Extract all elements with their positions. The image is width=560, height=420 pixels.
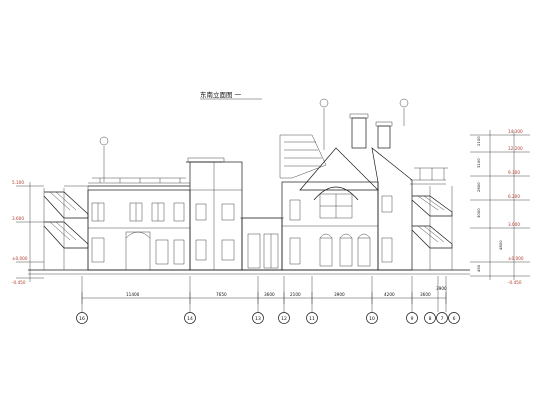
right-roof-railing — [414, 167, 448, 180]
connector-block — [240, 217, 284, 271]
axis-label-12: 12 — [281, 316, 287, 322]
elevation-label-3600: 3.600 — [12, 216, 24, 221]
elevation-label-neg0450: -0.450 — [12, 280, 26, 285]
right-dim-3000: 3000 — [476, 208, 481, 218]
elevation-label-6200: 6.200 — [508, 194, 520, 199]
elevation-label-5100: 5.100 — [12, 180, 24, 185]
axis-label-9: 9 — [411, 316, 414, 322]
central-tower — [186, 157, 243, 271]
axis-bubble-11 — [306, 312, 318, 324]
axis-label-6: 6 — [453, 316, 456, 322]
top-axis-markers — [99, 98, 409, 182]
dim-3900-b: 3900 — [436, 286, 447, 291]
elevation-label-12200: 12.200 — [508, 146, 523, 151]
right-dim-3100: 3100 — [476, 158, 481, 168]
dim-4200: 4200 — [384, 292, 395, 297]
bottom-dimension-chain: 11400 7650 3600 2100 3900 4200 3600 3900 — [81, 286, 447, 304]
axis-label-11: 11 — [309, 316, 315, 322]
axis-bubble-6 — [448, 312, 460, 324]
axis-label-16: 16 — [79, 316, 85, 322]
elevation-label-neg0450-right: -0.450 — [508, 280, 522, 285]
axis-label-10: 10 — [369, 316, 375, 322]
axis-bubble-7 — [436, 312, 448, 324]
elevation-label-3000: 3.000 — [508, 222, 520, 227]
axis-label-14: 14 — [187, 316, 193, 322]
dim-3600-b: 3600 — [420, 292, 431, 297]
right-dim-450: 450 — [476, 264, 481, 272]
elevation-label-0000: ±0.000 — [12, 256, 28, 261]
axis-bubble-10 — [366, 312, 378, 324]
right-dim-2800: 2800 — [476, 182, 481, 192]
right-dim-4800: 4800 — [498, 240, 503, 250]
main-gable-house — [279, 134, 379, 271]
axis-bubble-12 — [278, 312, 290, 324]
dim-2100: 2100 — [290, 292, 301, 297]
axis-bubble-9 — [406, 312, 418, 324]
left-external-stair — [43, 185, 89, 270]
axis-label-7: 7 — [441, 316, 444, 322]
axis-label-13: 13 — [255, 316, 261, 322]
axis-grid-markers: 16 14 13 12 11 10 9 8 7 6 — [76, 276, 460, 324]
dim-3600: 3600 — [264, 292, 275, 297]
dim-3900: 3900 — [334, 292, 345, 297]
axis-bubble-8 — [424, 312, 436, 324]
right-external-stair — [411, 186, 453, 270]
axis-label-8: 8 — [429, 316, 432, 322]
elevation-label-9300: 9.300 — [508, 170, 520, 175]
chimneys — [349, 113, 393, 149]
left-roof-railing — [92, 177, 186, 183]
right-elevation-marks: 14.300 12.200 9.300 6.200 3.000 ±0.000 -… — [470, 129, 530, 285]
drawing-title: 东南立面图 一 — [200, 90, 242, 99]
dim-7650: 7650 — [216, 292, 227, 297]
left-wing — [87, 182, 191, 271]
right-wing — [371, 147, 446, 271]
dim-11400: 11400 — [126, 292, 140, 297]
axis-bubble-14 — [184, 312, 196, 324]
axis-bubble-16 — [76, 312, 88, 324]
elevation-label-0000-right: ±0.000 — [508, 256, 524, 261]
left-elevation-marks: 5.100 3.600 ±0.000 -0.450 — [12, 180, 44, 285]
elevation-label-14300: 14.300 — [508, 129, 523, 134]
axis-bubble-13 — [252, 312, 264, 324]
right-dim-2100: 2100 — [476, 136, 481, 146]
